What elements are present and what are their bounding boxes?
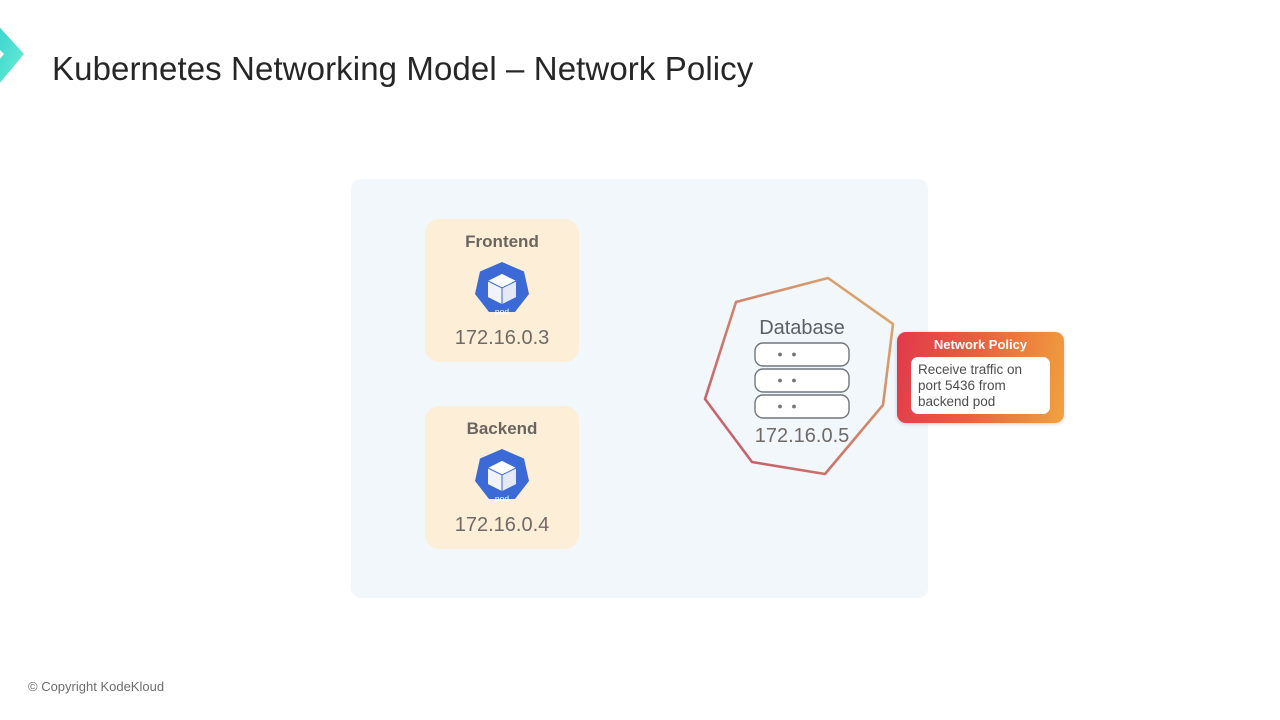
svg-text:pod: pod <box>495 307 509 317</box>
network-policy-title: Network Policy <box>933 337 1028 352</box>
footer-copyright: © Copyright KodeKloud <box>28 679 165 694</box>
network-policy-rule: Receive traffic on port 5436 from backen… <box>911 357 1050 414</box>
kubernetes-pod-icon: pod <box>471 260 533 322</box>
database-ip-address: 172.16.0.5 <box>754 425 850 447</box>
page-title: Kubernetes Networking Model – Network Po… <box>52 50 754 87</box>
pod-ip-address: 172.16.0.4 <box>454 514 550 536</box>
database-label: Database <box>759 317 845 339</box>
chevron-right-logo <box>0 8 46 108</box>
heptagon-outline <box>697 272 907 484</box>
pod-ip-address: 172.16.0.3 <box>454 327 550 349</box>
pod-card-frontend[interactable]: Frontend pod 172.16.0.3 <box>425 219 579 362</box>
kubernetes-pod-icon: pod <box>471 447 533 509</box>
database-stack-icon <box>754 342 850 419</box>
pod-card-backend[interactable]: Backend pod 172.16.0.4 <box>425 406 579 549</box>
pod-card-title: Frontend <box>465 232 539 251</box>
network-policy-callout[interactable]: Network Policy Receive traffic on port 5… <box>897 332 1064 423</box>
pod-card-title: Backend <box>466 419 538 438</box>
database-node[interactable]: Database 172.16.0.5 <box>697 272 907 484</box>
svg-text:pod: pod <box>495 494 509 504</box>
